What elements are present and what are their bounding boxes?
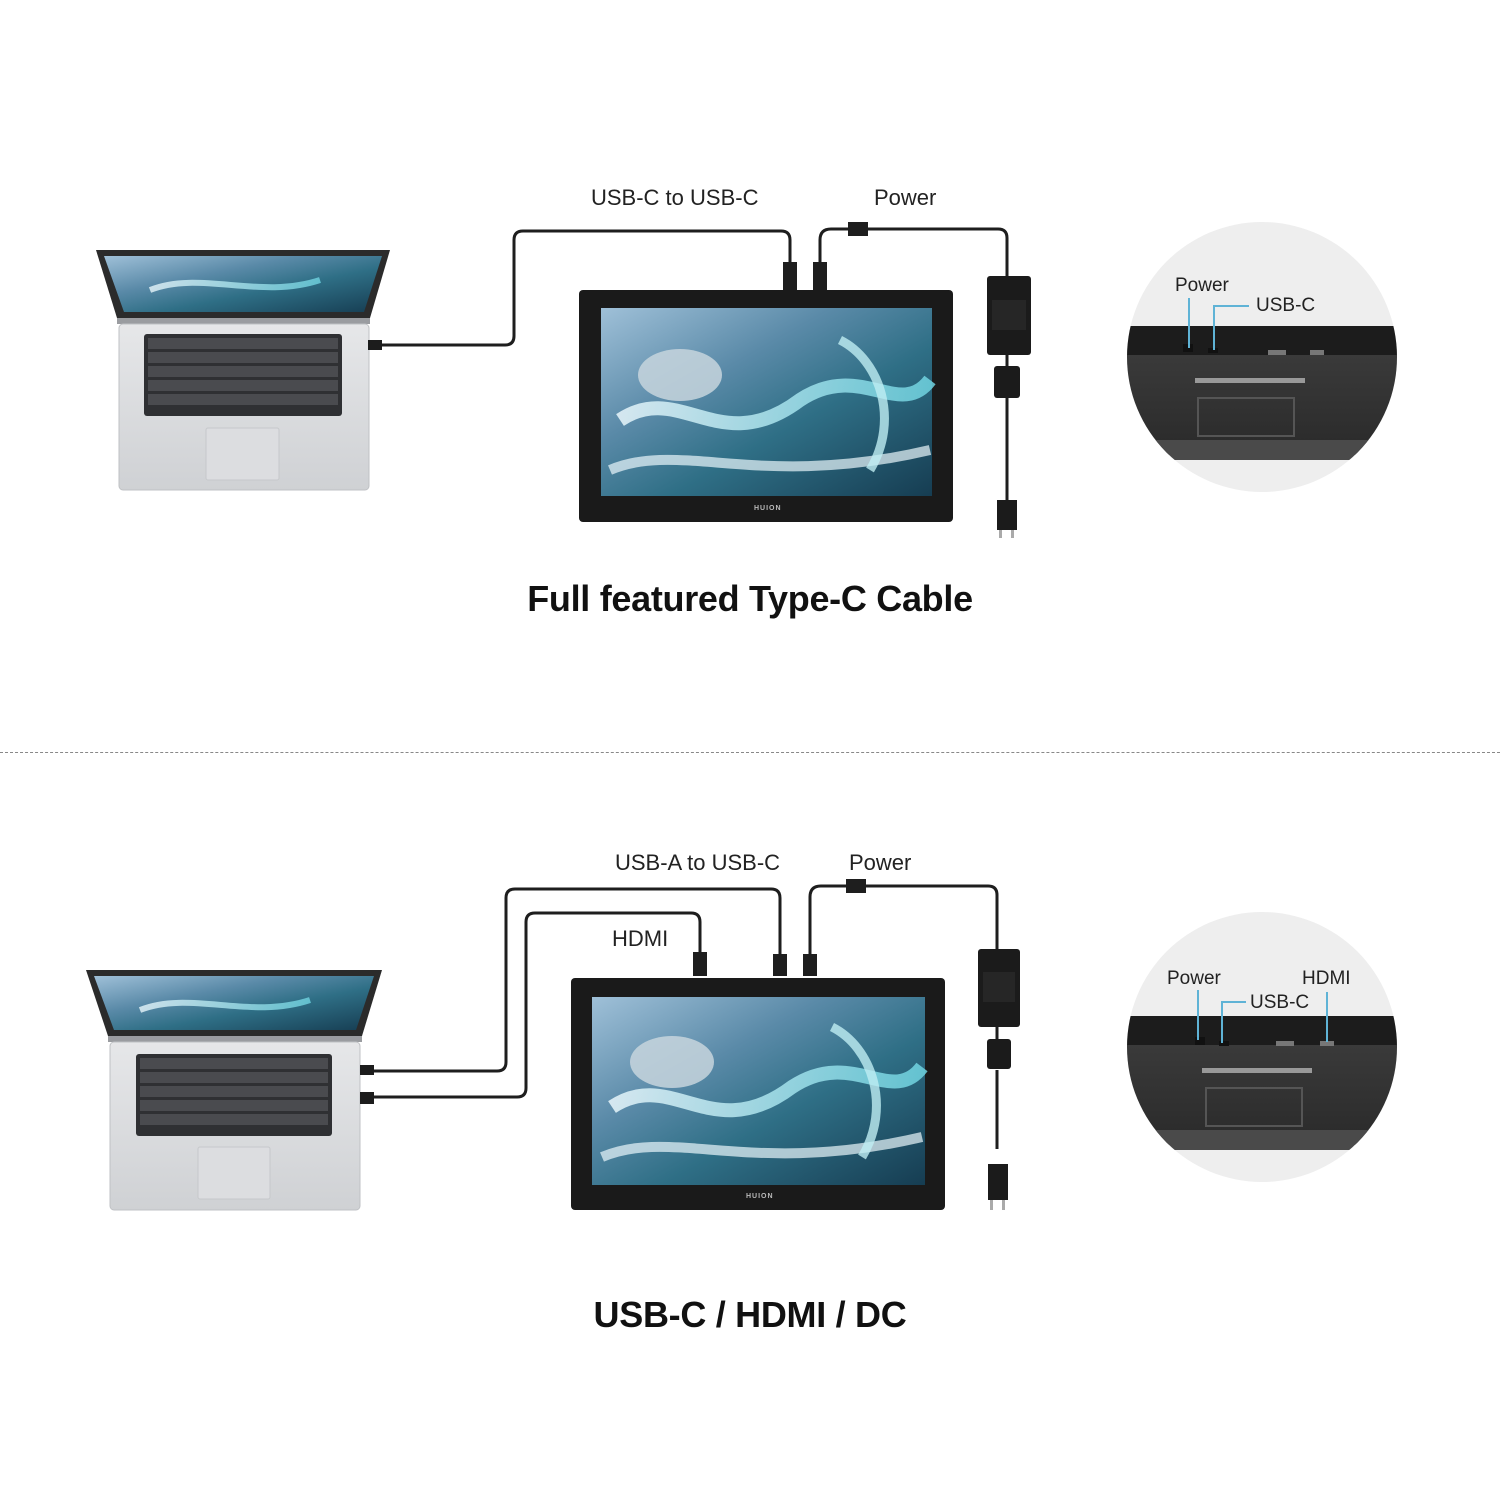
section-type-c: USB-C to USB-C Power Power USB-C HUION F… xyxy=(96,185,1397,619)
section-divider xyxy=(0,752,1500,753)
port-zoom-circle xyxy=(1127,222,1397,492)
pen-display xyxy=(579,290,953,522)
power-cable-label: Power xyxy=(849,850,912,875)
section-hdmi: USB-A to USB-C HDMI Power Power USB-C HD… xyxy=(0,752,1500,1500)
power-adapter xyxy=(978,949,1020,1210)
caption-type-c: Full featured Type-C Cable xyxy=(527,578,973,619)
zoom-hdmi-label: HDMI xyxy=(1302,968,1351,989)
port-zoom-circle xyxy=(1127,912,1397,1182)
connection-diagram-hdmi xyxy=(86,879,1397,1211)
pen-display xyxy=(571,978,945,1210)
power-adapter xyxy=(987,276,1031,538)
cables xyxy=(374,884,999,1149)
tablet-brand: HUION xyxy=(746,1193,774,1200)
tablet-brand: HUION xyxy=(754,505,782,512)
caption-hdmi: USB-C / HDMI / DC xyxy=(593,1294,907,1335)
zoom-power-label: Power xyxy=(1175,275,1229,296)
power-cable-label: Power xyxy=(874,185,937,210)
zoom-usb-c-label: USB-C xyxy=(1256,295,1316,316)
cables xyxy=(382,227,1009,500)
laptop xyxy=(86,970,382,1211)
connection-diagram-type-c xyxy=(96,222,1397,538)
zoom-usb-c-label: USB-C xyxy=(1250,992,1310,1013)
zoom-power-label: Power xyxy=(1167,968,1221,989)
hdmi-cable-label: HDMI xyxy=(612,926,669,951)
usb-c-to-usb-c-label: USB-C to USB-C xyxy=(591,185,759,210)
usb-a-to-usb-c-label: USB-A to USB-C xyxy=(615,850,781,875)
laptop xyxy=(96,250,390,491)
